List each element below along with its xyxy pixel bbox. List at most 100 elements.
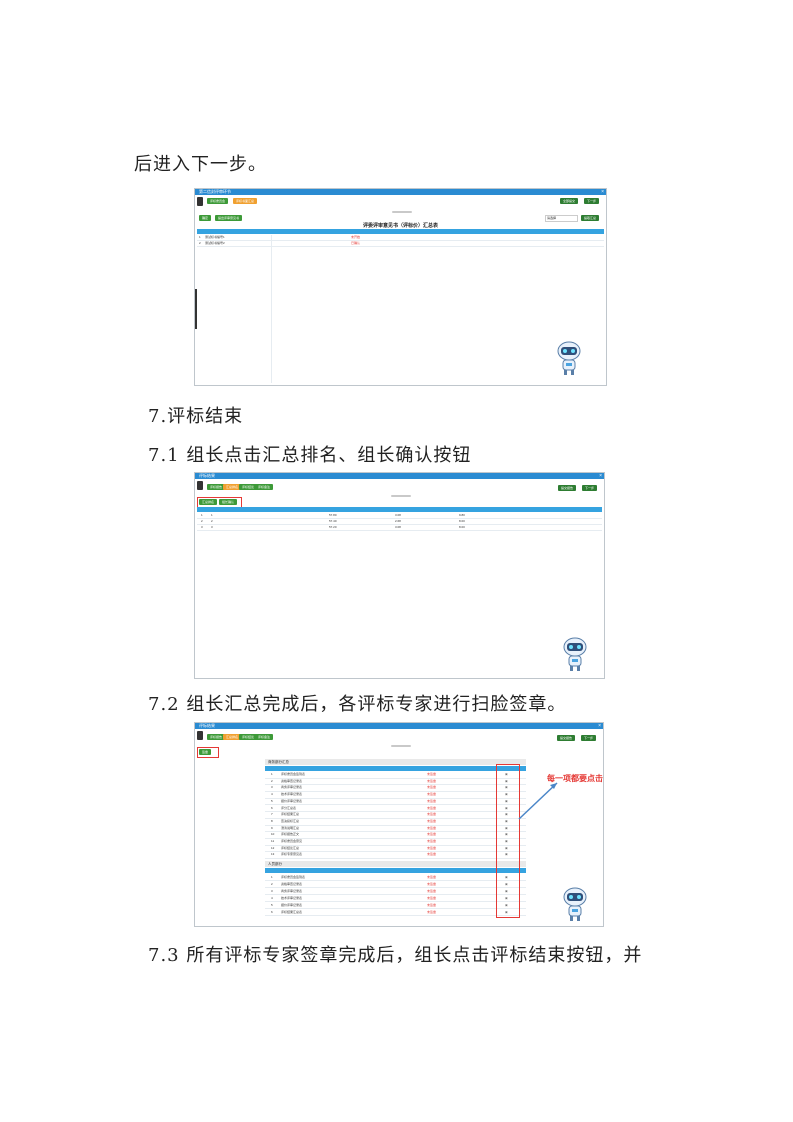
sign-icon[interactable]: ▣ [505,910,508,914]
summary-rank-button[interactable]: 汇总排名 [199,499,218,505]
collapse-handle[interactable] [392,211,413,213]
sign-icon[interactable]: ▣ [505,772,508,776]
sign-icon[interactable]: ▣ [505,792,508,797]
next-step-button[interactable]: 下一步 [582,485,598,491]
document-name: 商务评审记录表 [281,889,303,893]
table-body: 1 1 57.80 3.08 9.80 2 2 57.40 2.68 8.00 … [197,513,602,673]
table-row[interactable]: 1 1 57.80 3.08 9.80 [197,513,602,519]
paragraph-7-3: 7.3 所有评标专家签章完成后，组长点击评标结束按钮，并 [148,945,643,966]
tab-ranking[interactable]: 汇总排名 [223,484,242,490]
sign-icon[interactable]: ▣ [505,818,508,823]
tab-conclusion[interactable]: 评标结论 [239,484,258,490]
sign-icon[interactable]: ▣ [505,812,508,817]
table-title: 评委评审意见书（评标价）汇总表 [362,223,438,229]
sign-icon[interactable]: ▣ [505,798,508,803]
sign-icon[interactable]: ▣ [505,896,508,900]
close-icon[interactable]: × [598,723,601,729]
window-titlebar: 评标结果 × [195,723,603,729]
submit-report-button[interactable]: 提交报告 [557,735,576,741]
group-header: 人员部分 [265,861,526,867]
left-scroll-bar[interactable] [195,289,197,329]
table-row[interactable]: 2 测试标书编号2 已确认 [197,241,604,247]
table-row[interactable]: 3 3 57.20 3.08 8.00 [197,525,602,531]
sign-icon[interactable]: ▣ [505,875,508,879]
row-number: 7 [271,812,273,817]
row-number: 12 [271,845,275,850]
tab-committee-button[interactable]: 评标委员会 [207,198,229,204]
document-name: 评标专家意见表 [281,852,303,857]
next-step-button[interactable]: 下一步 [581,735,597,741]
next-step-button[interactable]: 下一步 [584,198,600,204]
sign-button[interactable]: 签章 [199,749,212,755]
sign-icon[interactable]: ▣ [505,839,508,843]
row-number: 6 [271,805,273,810]
window-title: 评标结果 [199,473,215,478]
tab-conclusion[interactable]: 评标结论 [239,734,258,740]
submit-report-button[interactable]: 提交报告 [558,485,577,491]
sign-icon[interactable]: ▣ [505,825,508,830]
close-icon[interactable]: × [601,189,604,195]
tab-report[interactable]: 评标报告 [207,734,226,740]
confirm-button[interactable]: 确定 [199,215,212,221]
sign-icon[interactable]: ▣ [505,882,508,886]
close-icon[interactable]: × [599,473,602,479]
select-dropdown[interactable]: 请选择 [545,215,578,222]
sign-icon[interactable]: ▣ [505,889,508,893]
sign-icon[interactable]: ▣ [505,785,508,790]
row-number: 11 [271,839,275,843]
tab-summary-button[interactable]: 评标书面汇总 [233,198,258,204]
submit-all-button[interactable]: 全部提交 [560,198,579,204]
collapse-handle[interactable] [391,495,412,497]
collapse-handle[interactable] [390,745,411,747]
sign-icon[interactable]: ▣ [505,832,508,837]
robot-mascot-icon [557,341,581,375]
sign-status: 未签章 [427,845,437,850]
row-number: 5 [271,903,273,907]
table-row[interactable]: 2 2 57.40 2.68 8.00 [197,519,602,525]
document-name: 评标结果汇总 [281,812,300,817]
sign-status: 未签章 [427,910,437,914]
tab-remarks[interactable]: 评标备注 [255,484,274,490]
annotation-text: 每一项都要点击签章 [547,773,603,783]
opinion-button[interactable]: 提出评审意见书 [215,215,243,221]
sign-icon[interactable]: ▣ [505,778,508,783]
document-name: 评标委员会签到表 [281,875,306,879]
sign-icon[interactable]: ▣ [505,852,508,857]
row-number: 8 [271,818,273,823]
tab-report[interactable]: 评标报告 [207,484,226,490]
leader-confirm-button[interactable]: 组长确认 [219,499,238,505]
table-row[interactable]: 1 测试标书编号1 未开始 [197,235,604,241]
sign-status: 未签章 [427,825,437,830]
sign-icon[interactable]: ▣ [505,903,508,907]
sign-icon[interactable]: ▣ [505,805,508,810]
sign-status: 未签章 [427,875,437,879]
sign-status: 未签章 [427,778,437,783]
row-number: 2 [271,778,273,783]
sign-status: 未签章 [427,832,437,837]
document-name: 评标结果汇总表 [281,910,303,914]
group-title: 商务部分汇总 [268,760,289,764]
extract-summary-button[interactable]: 提取汇总 [581,215,600,221]
sign-icon[interactable]: ▣ [505,845,508,850]
tab-remarks[interactable]: 评标备注 [255,734,274,740]
tab-ranking[interactable]: 汇总排名 [223,734,242,740]
